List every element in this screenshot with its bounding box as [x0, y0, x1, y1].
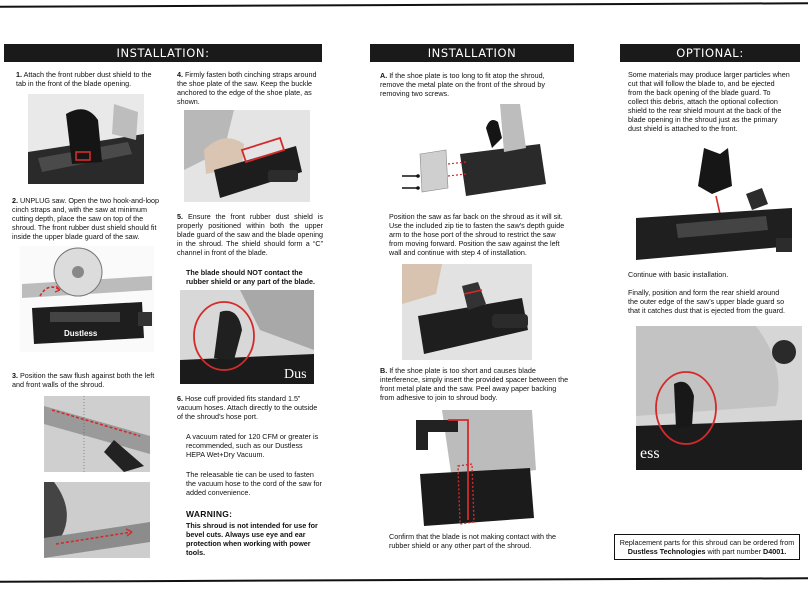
parts-text: Replacement parts for this shroud can be… — [619, 538, 795, 547]
step-2-illustration: Dustless — [20, 246, 154, 352]
warning-title: WARNING: — [186, 509, 233, 519]
troubleshoot-a-followup: Position the saw as far back on the shro… — [389, 212, 565, 257]
step-5-brand-text: Dus — [284, 367, 307, 382]
troubleshoot-b-number: B. — [380, 366, 388, 375]
parts-company: Dustless Technologies — [627, 547, 706, 556]
step-5-text: Ensure the front rubber dust shield is p… — [177, 212, 323, 257]
optional-header: OPTIONAL: — [620, 44, 800, 62]
troubleshoot-b: B. If the shoe plate is too short and ca… — [380, 366, 570, 402]
optional-brand-text: ess — [640, 445, 660, 462]
optional-finally: Finally, position and form the rear shie… — [628, 288, 786, 315]
troubleshoot-b-photo — [412, 410, 536, 528]
troubleshooting-header: INSTALLATION TROUBLESHOOTING: — [370, 44, 574, 78]
step-4-text: Firmly fasten both cinching straps aroun… — [177, 70, 317, 106]
troubleshoot-a-photo-2 — [402, 264, 532, 360]
bottom-border-rule — [0, 577, 808, 583]
troubleshoot-a: A. If the shoe plate is too long to fit … — [380, 71, 570, 98]
optional-continue: Continue with basic installation. — [628, 270, 729, 279]
troubleshoot-b-text: If the shoe plate is too short and cause… — [380, 366, 569, 402]
parts-number: D4001. — [763, 547, 787, 556]
step-5-number: 5. — [177, 212, 183, 221]
top-border-rule — [0, 2, 808, 8]
tie-note: The releasable tie can be used to fasten… — [186, 470, 322, 497]
parts-mid: with part number — [707, 547, 762, 556]
step-4-photo — [184, 110, 310, 202]
step-3-photo-bottom — [44, 482, 150, 558]
troubleshoot-b-illustration — [412, 410, 536, 528]
troubleshoot-a-photo — [400, 104, 548, 200]
step-3-text: Position the saw flush against both the … — [12, 371, 155, 389]
step-2: 2. UNPLUG saw. Open the two hook-and-loo… — [12, 196, 164, 241]
replacement-parts-box: Replacement parts for this shroud can be… — [614, 534, 800, 560]
troubleshoot-a-text: If the shoe plate is too long to fit ato… — [380, 71, 546, 98]
step-6-text: Hose cuff provided fits standard 1.5” va… — [177, 394, 318, 421]
step-3-top-illustration — [44, 396, 150, 472]
step-6: 6. Hose cuff provided fits standard 1.5”… — [177, 394, 323, 421]
installation-header: INSTALLATION: — [4, 44, 322, 62]
step-1-illustration — [28, 94, 144, 184]
troubleshoot-b-followup: Confirm that the blade is not making con… — [389, 532, 556, 550]
step-5-photo: Dus — [180, 290, 314, 384]
step-2-brand-text: Dustless — [64, 329, 98, 338]
step-3-photo-top — [44, 396, 150, 472]
optional-rear-shield-illustration: ess — [636, 326, 802, 470]
vacuum-note: A vacuum rated for 120 CFM or greater is… — [186, 432, 319, 459]
step-1-photo — [28, 94, 144, 184]
step-2-photo: Dustless — [20, 246, 154, 352]
optional-rear-shield-photo: ess — [636, 326, 802, 470]
troubleshoot-a-illustration — [400, 104, 548, 200]
step-3-number: 3. — [12, 371, 18, 380]
step-5-note: The blade should NOT contact the rubber … — [186, 268, 315, 286]
troubleshoot-a-number: A. — [380, 71, 388, 80]
step-3-bottom-illustration — [44, 482, 150, 558]
step-4-illustration — [184, 110, 310, 202]
step-2-text: UNPLUG saw. Open the two hook-and-loop c… — [12, 196, 160, 241]
step-2-number: 2. — [12, 196, 18, 205]
step-1-text: Attach the front rubber dust shield to t… — [16, 70, 152, 88]
step-5-illustration: Dus — [180, 290, 314, 384]
optional-intro: Some materials may produce larger partic… — [628, 70, 790, 133]
step-1-number: 1. — [16, 70, 22, 79]
step-4: 4. Firmly fasten both cinching straps ar… — [177, 70, 323, 106]
step-5: 5. Ensure the front rubber dust shield i… — [177, 212, 323, 257]
warning-text: This shroud is not intended for use for … — [186, 521, 318, 557]
optional-shield-illustration — [636, 142, 792, 260]
step-4-number: 4. — [177, 70, 183, 79]
step-1: 1. Attach the front rubber dust shield t… — [16, 70, 162, 88]
step-3: 3. Position the saw flush against both t… — [12, 371, 162, 389]
troubleshoot-a-zip-tie-illustration — [402, 264, 532, 360]
optional-shield-photo — [636, 142, 792, 260]
step-6-number: 6. — [177, 394, 183, 403]
